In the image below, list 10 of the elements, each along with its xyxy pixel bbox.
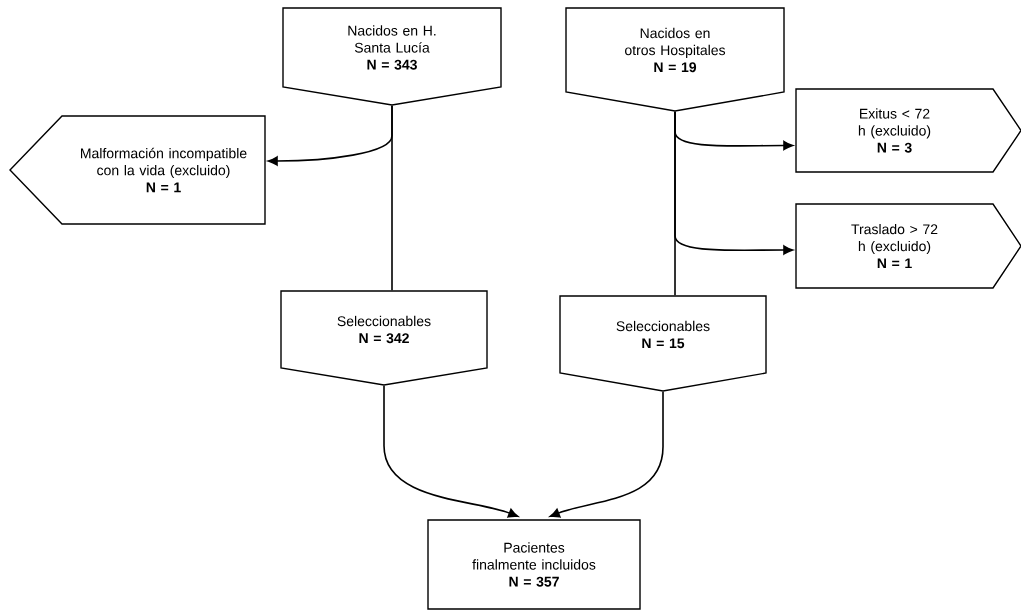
process-box: Seleccionables N = 342 <box>280 290 488 386</box>
exclusion-box: Traslado > 72 h (excluido) N = 1 <box>795 203 1021 289</box>
process-box: Nacidos en H. Santa Lucía N = 343 <box>282 7 502 106</box>
result-box: Pacientes finalmente incluidos N = 357 <box>427 519 641 610</box>
arrow <box>549 391 664 518</box>
exclusion-box: Exitus < 72 h (excluido) N = 3 <box>795 88 1021 173</box>
process-box: Seleccionables N = 15 <box>559 295 767 392</box>
arrow <box>383 385 519 518</box>
exclusion-box: Malformación incompatible con la vida (excluido) N = 1 <box>9 115 266 225</box>
process-box: Nacidos en otros Hospitales N = 19 <box>565 7 785 112</box>
